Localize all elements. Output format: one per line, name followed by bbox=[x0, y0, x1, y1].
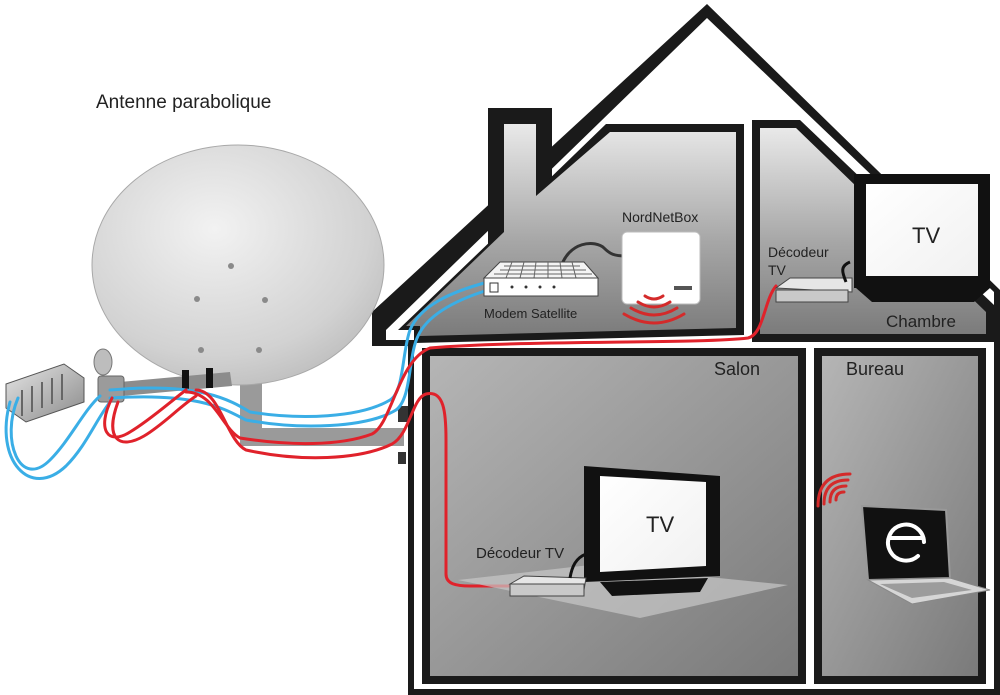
label-bureau: Bureau bbox=[846, 359, 905, 379]
wifi-signal-icon bbox=[816, 472, 852, 508]
tv-cable bbox=[111, 394, 198, 444]
label-nordnetbox: NordNetBox bbox=[622, 209, 699, 225]
nordnetbox-device bbox=[621, 231, 701, 305]
decoder-salon bbox=[508, 552, 587, 597]
decoder-front bbox=[509, 583, 585, 597]
dish-bolt bbox=[194, 296, 200, 302]
dish-bolt bbox=[198, 347, 204, 353]
cables bbox=[4, 241, 778, 588]
dish-bolt bbox=[256, 347, 262, 353]
modem-led bbox=[552, 285, 556, 289]
tv-chambre-stand bbox=[856, 288, 990, 302]
data-cable bbox=[4, 400, 112, 480]
label-tv-salon: TV bbox=[646, 512, 675, 537]
decoder-cable bbox=[568, 552, 587, 579]
modem-led-panel bbox=[489, 282, 499, 293]
wall-connector bbox=[398, 406, 408, 422]
label-decoder-salon: Décodeur TV bbox=[476, 545, 565, 562]
ethernet-cable bbox=[558, 241, 628, 272]
modem-grid bbox=[494, 261, 592, 279]
wifi-signal-icon bbox=[622, 294, 686, 325]
data-cable bbox=[108, 280, 490, 418]
modem-satellite bbox=[482, 261, 600, 297]
wall-connector bbox=[398, 452, 406, 464]
label-modem: Modem Satellite bbox=[484, 306, 578, 321]
dish-reflector bbox=[91, 144, 385, 386]
tv-cable bbox=[103, 388, 188, 439]
dish-bolt bbox=[262, 297, 268, 303]
decoder-cable bbox=[841, 260, 851, 283]
data-cable bbox=[9, 394, 102, 471]
label-antenna: Antenne parabolique bbox=[96, 92, 272, 113]
lnb-switch-fins bbox=[21, 374, 63, 416]
tv-chambre bbox=[854, 174, 990, 302]
label-decoder-chambre: Décodeur TV bbox=[768, 244, 829, 278]
nordnet-logo-icon bbox=[886, 522, 926, 563]
tv-chambre-screen bbox=[866, 184, 978, 276]
tv-cable bbox=[194, 388, 514, 588]
tv-cable bbox=[184, 284, 778, 446]
nordnetbox-body bbox=[621, 231, 701, 305]
tv-salon-screen bbox=[600, 476, 706, 572]
label-tv-chambre: TV bbox=[912, 223, 941, 248]
decoder-chambre bbox=[774, 260, 853, 303]
dish-mount-arm bbox=[240, 380, 404, 446]
nordnetbox-logo bbox=[674, 286, 692, 290]
modem-led bbox=[510, 285, 514, 289]
label-salon: Salon bbox=[714, 359, 761, 379]
lnb-feed-horn bbox=[93, 348, 113, 376]
boom-clamp bbox=[206, 368, 213, 388]
satellite-dish bbox=[5, 144, 404, 446]
laptop-keyboard bbox=[880, 582, 972, 598]
tv-salon bbox=[584, 466, 720, 596]
dish-bolt bbox=[228, 263, 234, 269]
boom-clamp bbox=[182, 370, 189, 390]
tv-salon-stand bbox=[600, 578, 708, 596]
laptop bbox=[860, 504, 991, 605]
laptop-screen bbox=[860, 504, 952, 582]
modem-led bbox=[524, 285, 528, 289]
label-chambre: Chambre bbox=[886, 312, 956, 331]
decoder-front bbox=[775, 289, 849, 303]
lnb-switch bbox=[5, 363, 85, 423]
dish-boom bbox=[120, 372, 232, 396]
modem-led bbox=[538, 285, 542, 289]
